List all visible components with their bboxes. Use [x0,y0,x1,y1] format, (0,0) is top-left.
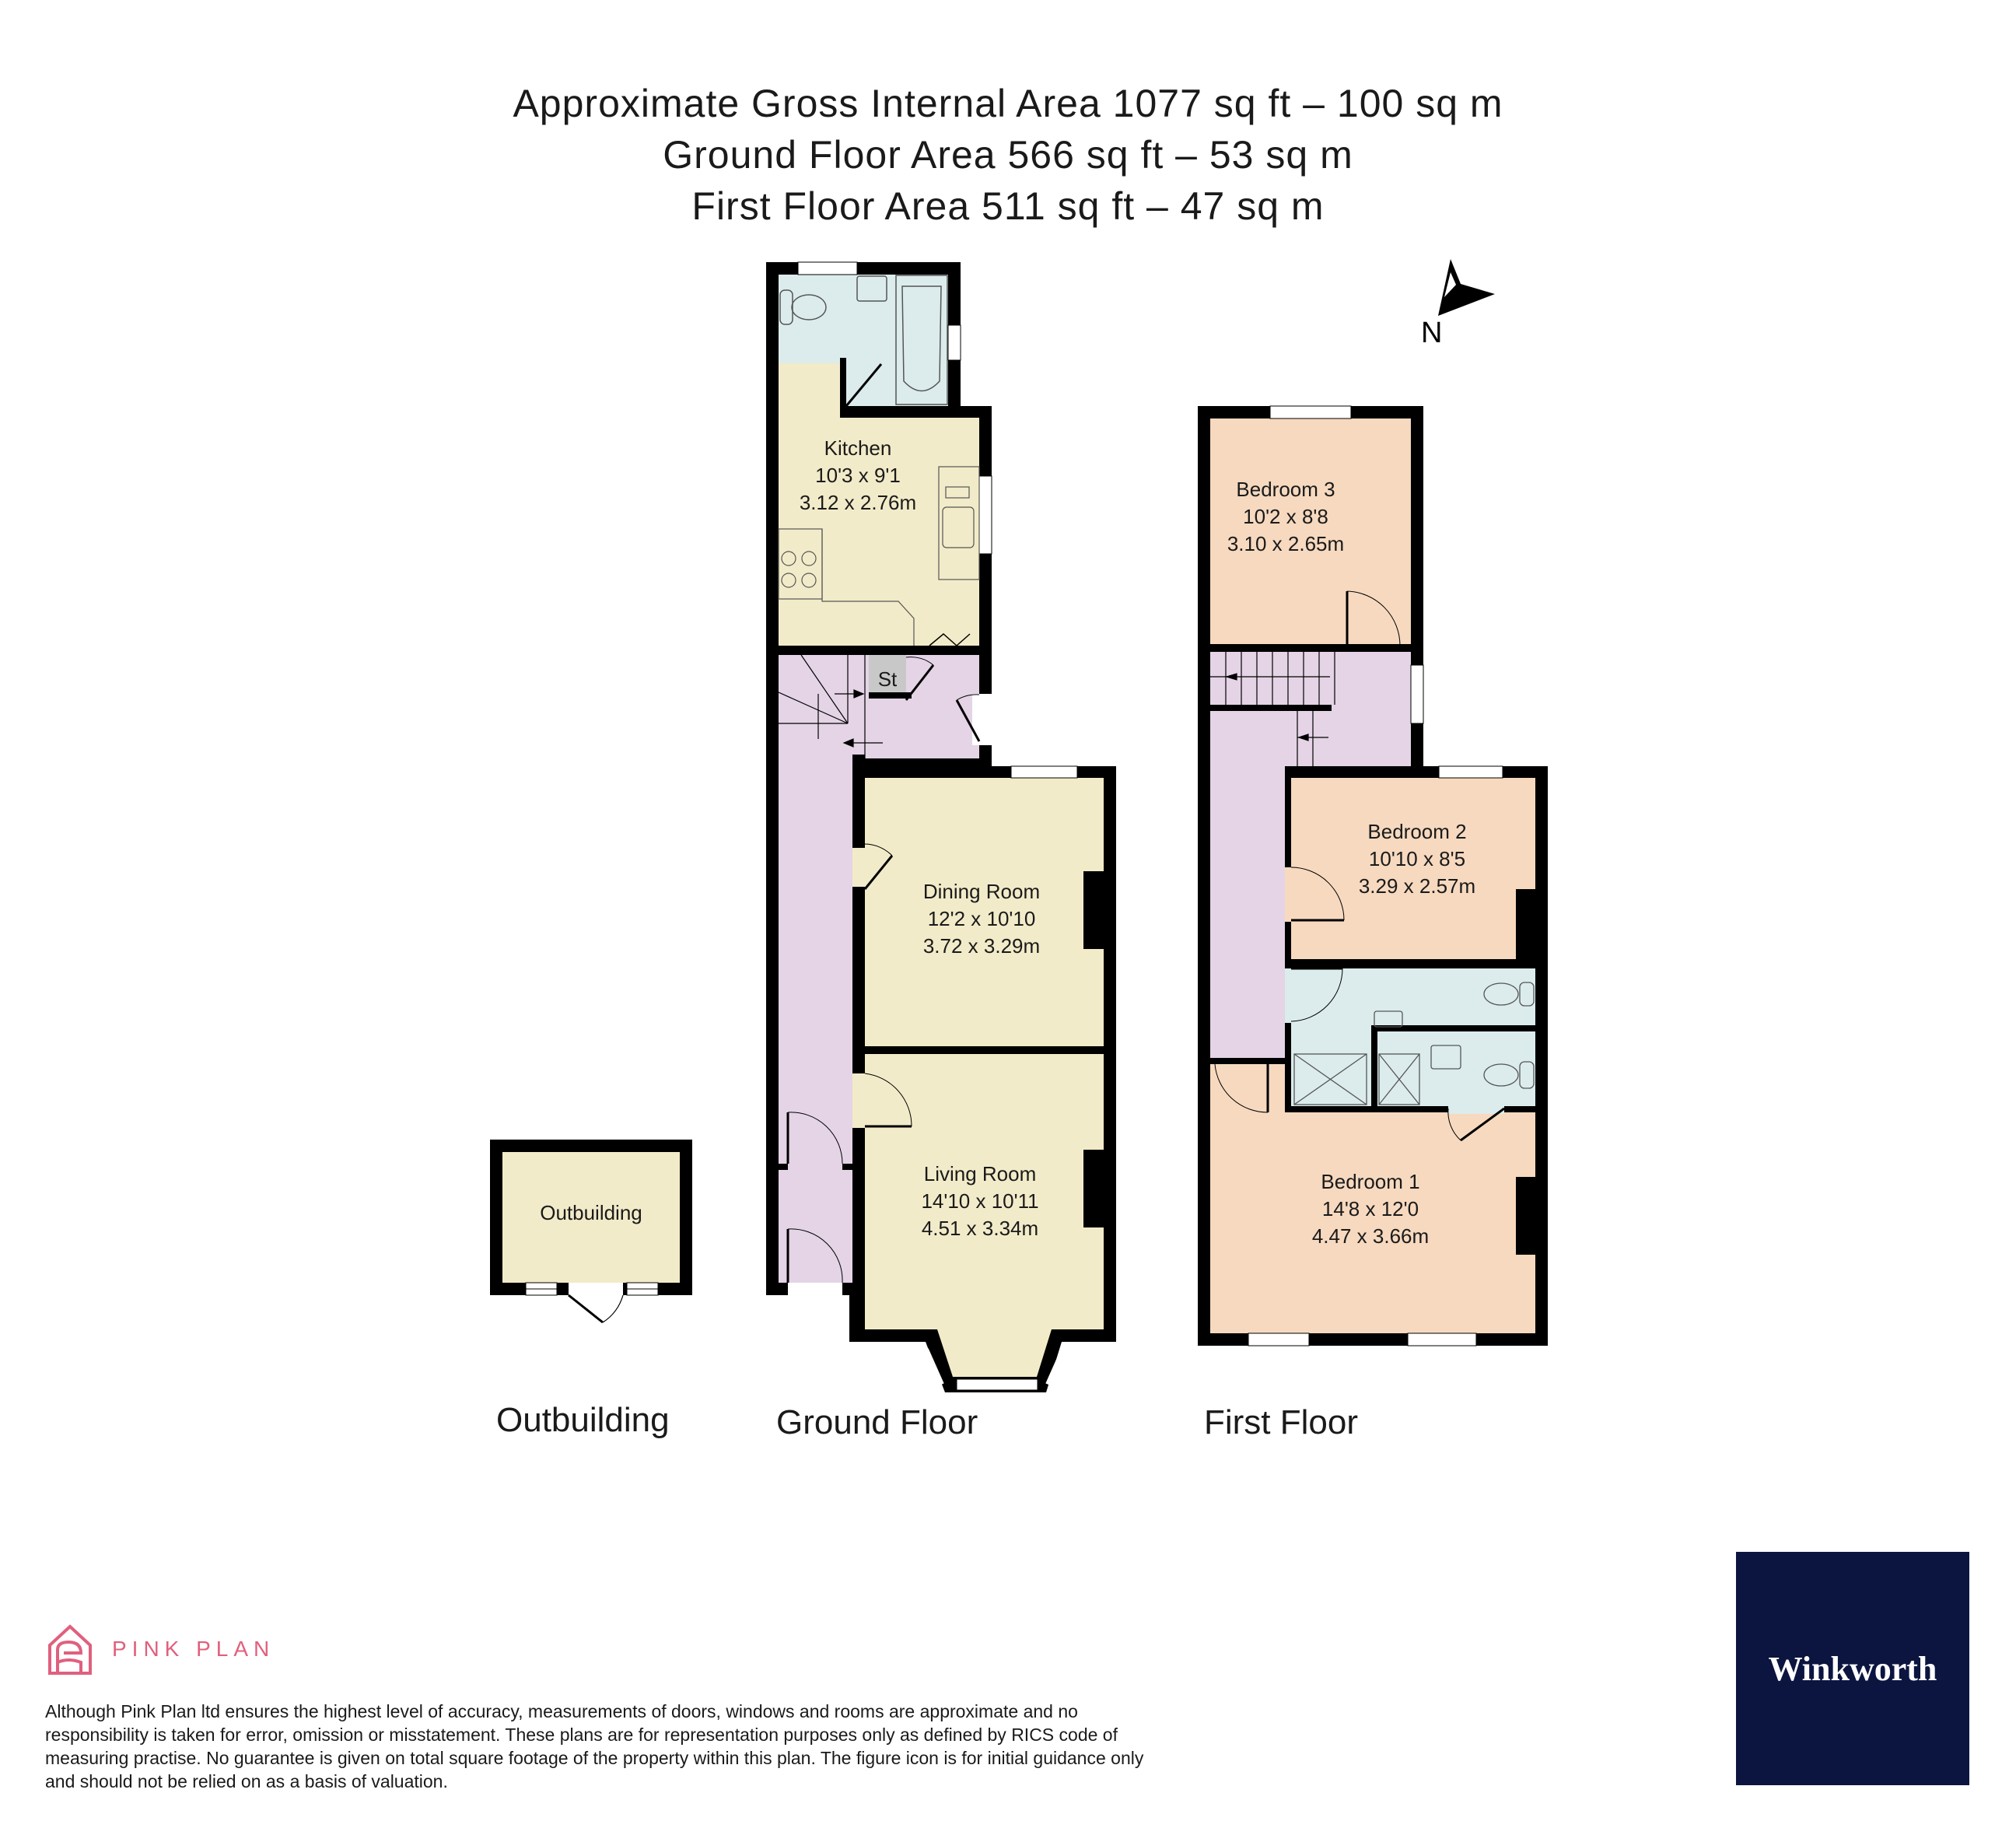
bedroom-1-imperial: 14'8 x 12'0 [1322,1197,1419,1220]
basin-icon [1374,1010,1403,1028]
area-summary: Approximate Gross Internal Area 1077 sq … [0,78,2016,232]
outbuilding-room-name: Outbuilding [540,1201,642,1224]
living-room [865,1054,1104,1377]
bedroom-2-metric: 3.29 x 2.57m [1359,874,1475,898]
storage-label: St [878,667,898,691]
shower-tray-icon [1293,1053,1367,1105]
basin-icon [856,275,887,302]
ensuite [1291,1027,1535,1106]
bedroom-1-name: Bedroom 1 [1321,1170,1419,1193]
bedroom-1 [1210,1064,1535,1333]
hob-icon [778,528,915,646]
toilet-icon [779,289,827,325]
living-room-imperial: 14'10 x 10'11 [921,1189,1038,1213]
dining-room-imperial: 12'2 x 10'10 [928,907,1036,930]
winkworth-brand: Winkworth [1768,1649,1937,1688]
bedroom-2-imperial: 10'10 x 8'5 [1369,847,1465,870]
kitchen-room [779,363,979,646]
first-floor-plan: Bedroom 3 10'2 x 8'8 3.10 x 2.65m Bedroo… [1198,405,1548,1346]
disclaimer-text: Although Pink Plan ltd ensures the highe… [45,1701,1144,1791]
living-room-name: Living Room [924,1162,1037,1185]
outbuilding-floor-label: Outbuilding [496,1401,670,1439]
toilet-icon [1483,1061,1535,1089]
bifold-door-icon [929,633,971,647]
bedroom-1-metric: 4.47 x 3.66m [1312,1224,1429,1248]
ground-floor-label: Ground Floor [776,1403,978,1441]
pink-plan-brand: PINK PLAN [112,1637,275,1661]
bathroom [1291,968,1535,1027]
kitchen-name: Kitchen [824,436,892,460]
bedroom-3-imperial: 10'2 x 8'8 [1243,505,1328,528]
bedroom-3 [1210,418,1411,644]
first-floor-label: First Floor [1204,1403,1358,1441]
bedroom-3-metric: 3.10 x 2.65m [1227,532,1344,555]
hallway [779,655,979,1283]
ground-area-text: Ground Floor Area 566 sq ft – 53 sq m [663,133,1353,177]
compass-label: N [1421,317,1442,349]
first-area-text: First Floor Area 511 sq ft – 47 sq m [691,184,1325,228]
outbuilding-room [502,1152,680,1283]
dining-room [865,778,1104,1046]
house-logo-icon [48,1624,92,1675]
bedroom-2-name: Bedroom 2 [1367,820,1466,843]
storage-room [869,655,906,699]
sink-icon [938,466,980,580]
ground-floor-plan: Kitchen 10'3 x 9'1 3.12 x 2.76m Dining R… [766,261,1116,1392]
bath-icon [895,275,948,405]
shower-tray-icon [1378,1053,1420,1105]
pink-plan-logo: PINK PLAN [45,1622,275,1676]
toilet-icon [1483,982,1535,1007]
bedroom-3-name: Bedroom 3 [1236,478,1335,501]
living-room-metric: 4.51 x 3.34m [922,1217,1038,1240]
winkworth-logo: Winkworth [1736,1552,1969,1785]
dining-room-name: Dining Room [923,880,1040,903]
outbuilding-plan: Outbuilding [490,1140,692,1324]
kitchen-imperial: 10'3 x 9'1 [815,464,901,487]
basin-icon [1430,1045,1461,1070]
landing [1210,652,1411,1058]
north-compass-icon: N [1421,259,1495,349]
bedroom-2 [1291,778,1535,959]
dining-room-metric: 3.72 x 3.29m [923,934,1040,958]
gross-area-text: Approximate Gross Internal Area 1077 sq … [513,82,1503,125]
kitchen-metric: 3.12 x 2.76m [800,491,916,514]
stairs-icon [1210,652,1335,766]
stairs-icon [778,654,883,758]
